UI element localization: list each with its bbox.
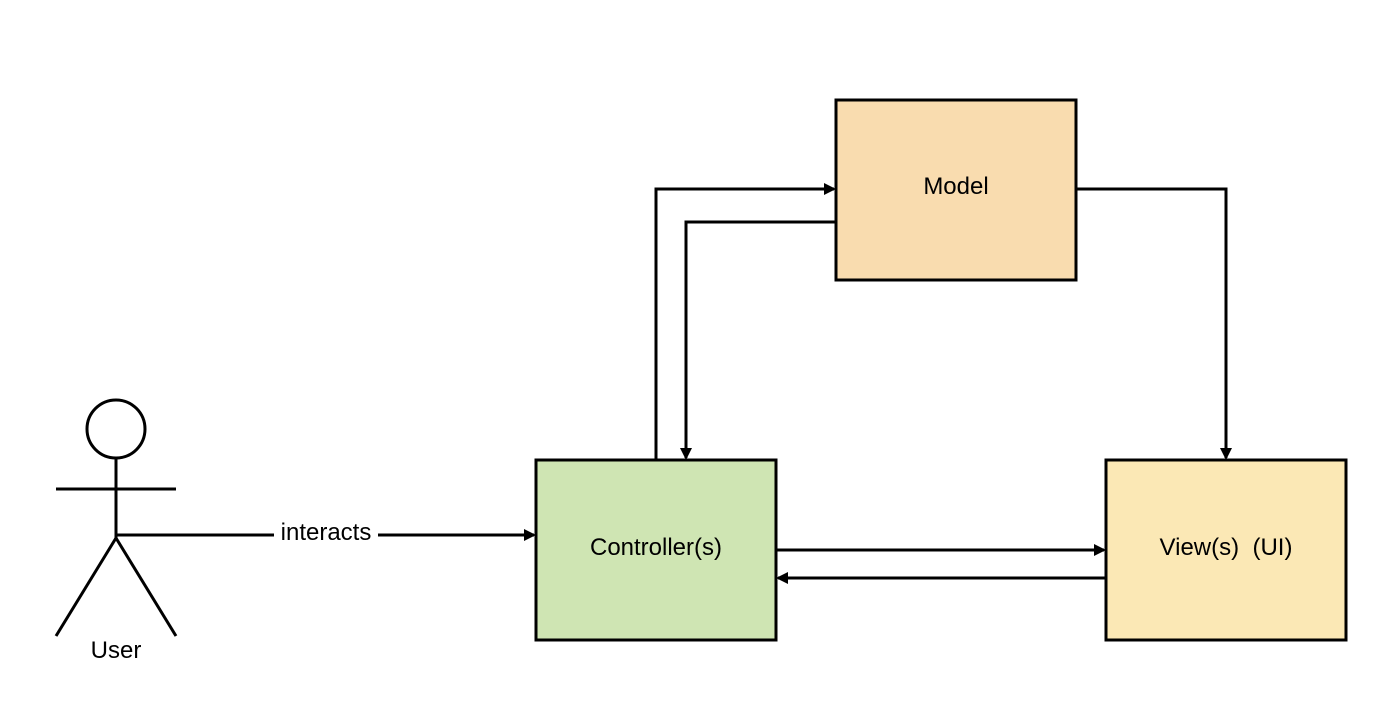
controller-label: Controller(s) [590,534,722,561]
user-label: User [91,637,142,664]
user-head [85,398,147,460]
user-actor[interactable] [54,398,178,637]
view-box [1104,458,1348,642]
controller-box [534,458,778,642]
view-node[interactable]: View(s) (UI) [1104,458,1348,642]
edge-controller-to-model [654,183,836,460]
user-right-leg [114,537,178,637]
edge-interacts-label: interacts [281,519,372,546]
model-label: Model [923,173,988,200]
edge-model-to-view [1076,187,1232,460]
edge-model-to-controller [680,220,836,460]
controller-node[interactable]: Controller(s) [534,458,778,642]
view-label: View(s) (UI) [1160,534,1293,561]
model-box [834,98,1078,282]
user-left-leg [54,537,118,637]
model-node[interactable]: Model [834,98,1078,282]
